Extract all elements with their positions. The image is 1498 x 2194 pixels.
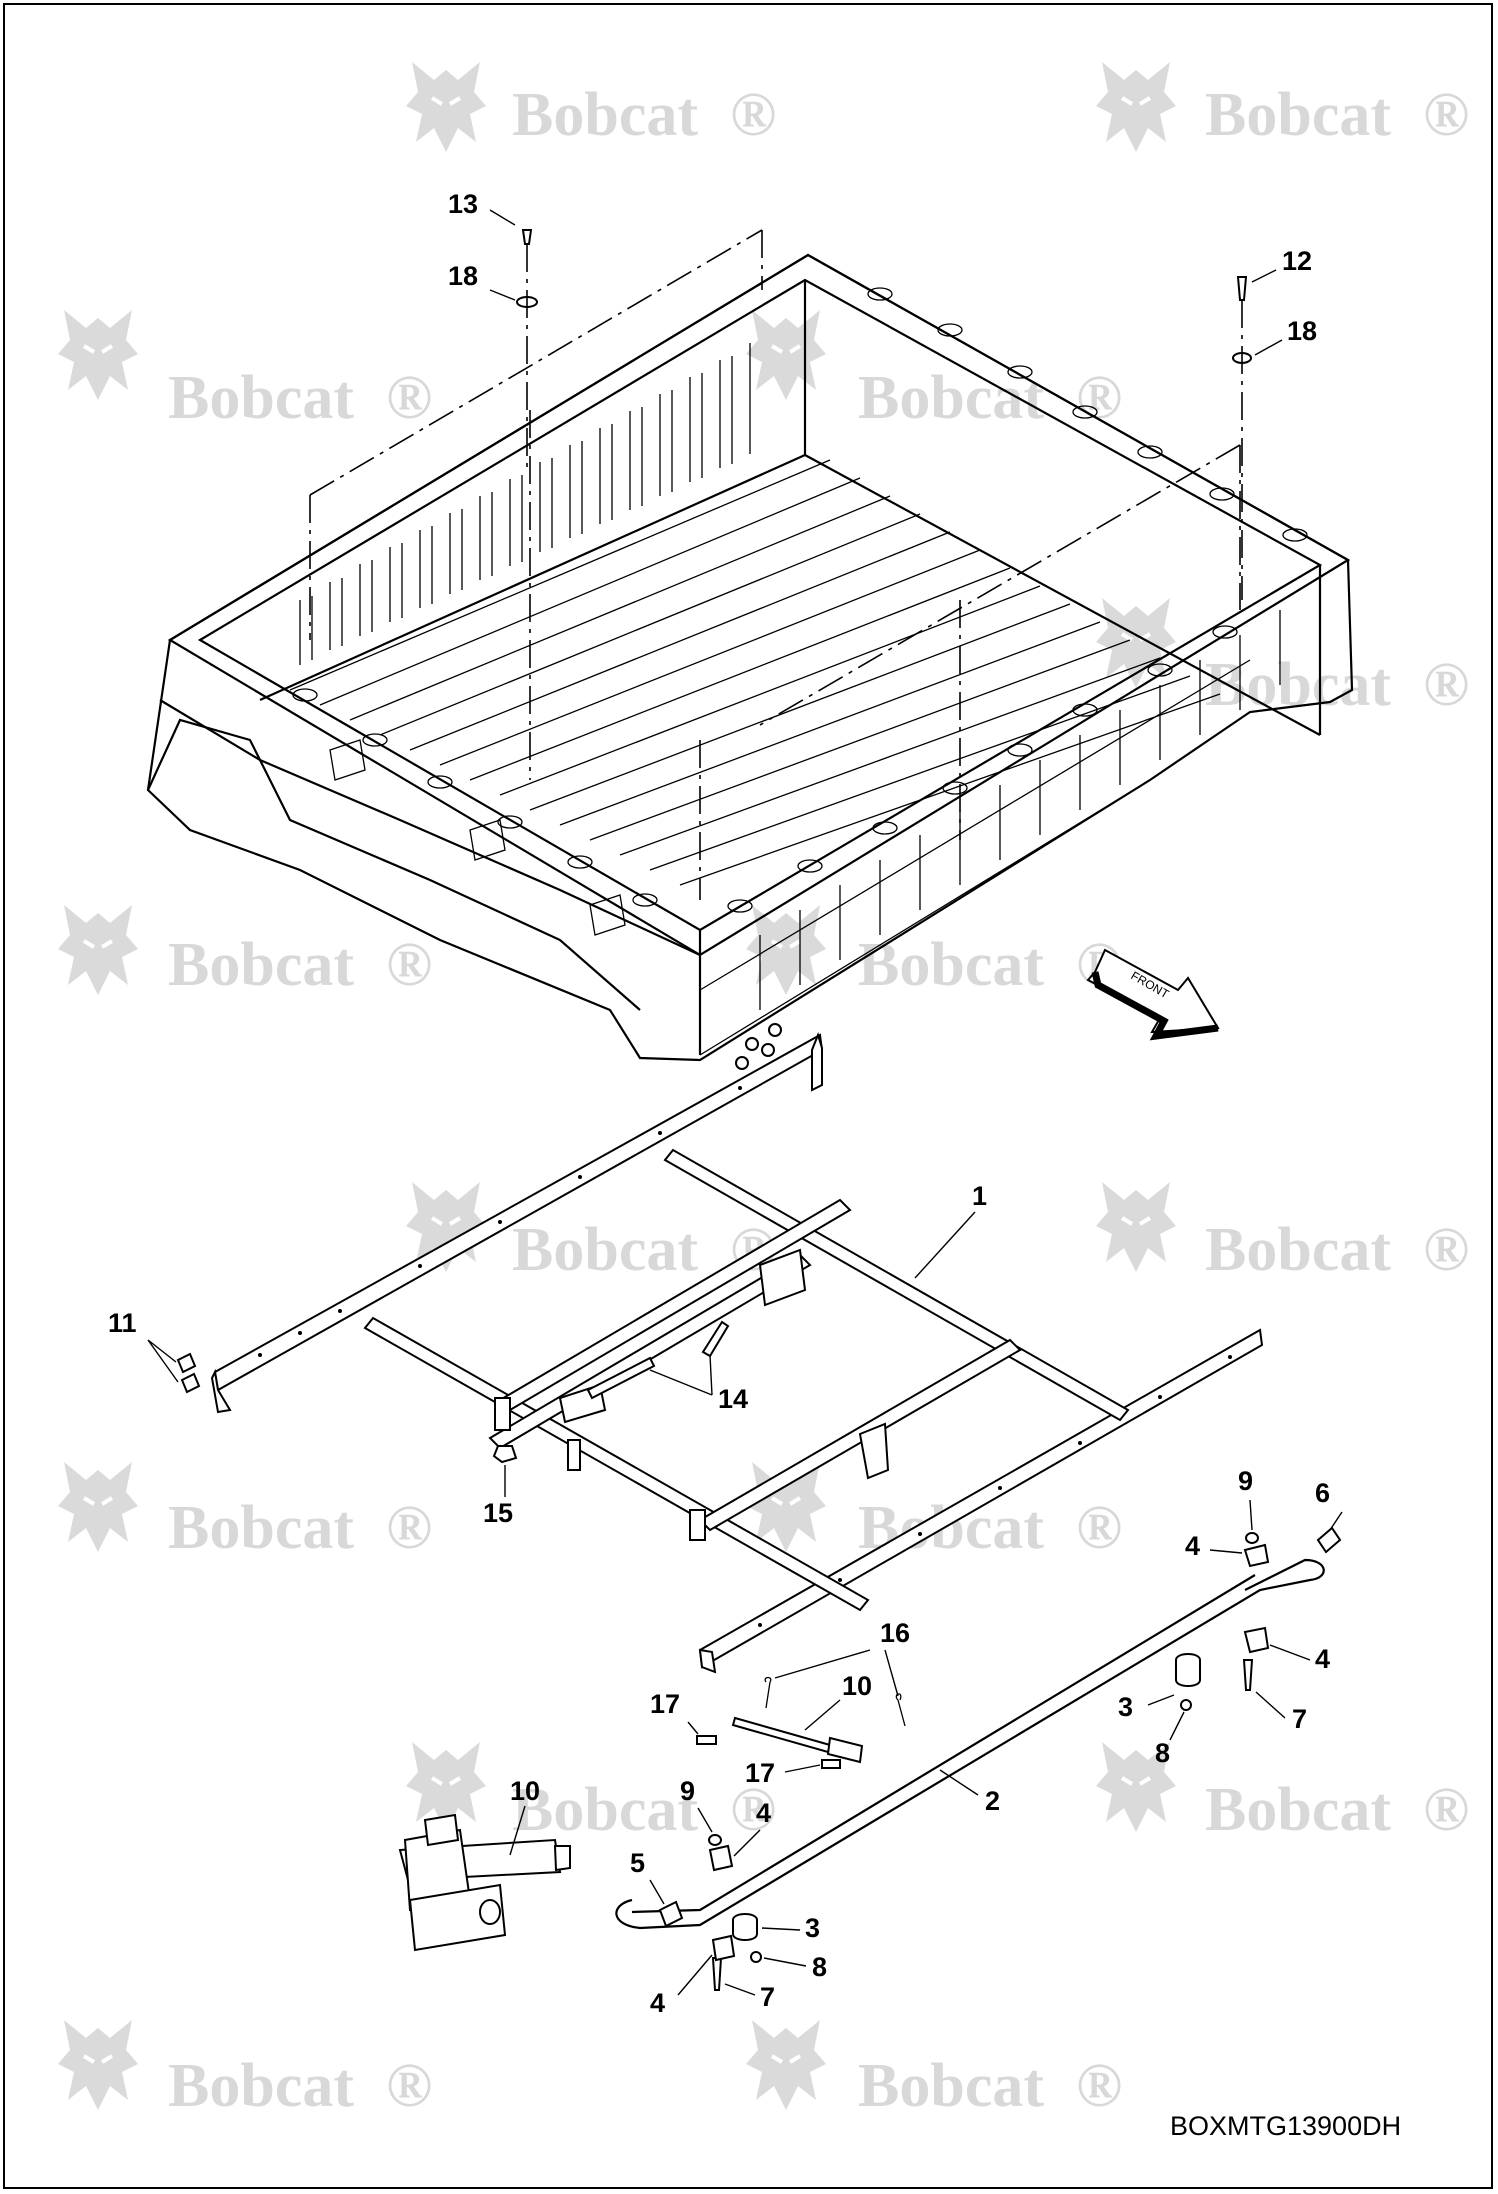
svg-text:Bobcat: Bobcat [1205,651,1391,719]
callout-18: 18 [1287,316,1317,346]
svg-text:®: ® [1423,81,1469,149]
svg-text:®: ® [1076,1494,1122,1562]
callout-5: 5 [630,1848,645,1878]
subframe [210,1023,1264,1674]
svg-text:Bobcat: Bobcat [512,1776,698,1844]
watermark: Bobcat ® [1094,60,1469,154]
callout-9: 9 [680,1776,695,1806]
callout-13: 13 [448,189,478,219]
callout-17: 17 [650,1689,680,1719]
callout-4: 4 [756,1798,771,1828]
watermark: Bobcat® [744,903,1122,999]
svg-text:Bobcat: Bobcat [168,931,354,999]
watermark: Bobcat ® [1094,1180,1469,1284]
watermark: Bobcat ® [56,308,432,432]
svg-text:®: ® [1423,1776,1469,1844]
callout-8: 8 [1155,1738,1170,1768]
svg-text:Bobcat: Bobcat [512,1216,698,1284]
svg-text:Bobcat: Bobcat [1205,1776,1391,1844]
callout-14: 14 [718,1384,748,1414]
svg-text:Bobcat: Bobcat [168,1494,354,1562]
watermark: Bobcat ® [56,1460,432,1562]
drawing-code: BOXMTG13900DH [1170,2111,1401,2141]
watermark: Bobcat ® [56,903,432,999]
callout-layer: 13 18 12 18 1 11 14 15 9 6 4 4 16 10 17 … [108,189,1343,2018]
callout-17: 17 [745,1758,775,1788]
callout-7: 7 [760,1982,775,2012]
svg-text:Bobcat: Bobcat [168,364,354,432]
callout-7: 7 [1292,1704,1307,1734]
callout-6: 6 [1315,1478,1330,1508]
callout-18: 18 [448,261,478,291]
svg-text:Bobcat: Bobcat [512,81,698,149]
callout-10: 10 [510,1776,540,1806]
front-direction-arrow: FRONT [1086,948,1220,1041]
svg-text:Bobcat: Bobcat [858,364,1044,432]
callout-1: 1 [972,1181,987,1211]
watermark-layer: Bobcat® Bobcat® Bobcat® Bobcat® Bobcat® … [56,60,1469,2120]
svg-text:®: ® [1423,1216,1469,1284]
svg-text:®: ® [730,81,776,149]
callout-9: 9 [1238,1466,1253,1496]
svg-text:®: ® [1076,364,1122,432]
svg-text:Bobcat: Bobcat [168,2052,354,2120]
watermark: Bobcat ® [404,60,776,154]
svg-text:®: ® [386,2052,432,2120]
watermark: Bobcat ® [56,2018,432,2120]
callout-4: 4 [1185,1531,1200,1561]
svg-text:Bobcat: Bobcat [1205,81,1391,149]
svg-text:®: ® [386,931,432,999]
callout-3: 3 [1118,1692,1133,1722]
watermark: Bobcat® [404,1180,776,1284]
watermark: Bobcat ® [744,2018,1122,2120]
callout-15: 15 [483,1498,513,1528]
callout-10: 10 [842,1671,872,1701]
watermark: Bobcat ® [744,308,1122,432]
watermark: Bobcat ® [404,1740,776,1844]
callout-11: 11 [108,1308,137,1338]
callout-2: 2 [985,1786,1000,1816]
watermark: Bobcat ® [1094,596,1469,719]
callout-3: 3 [805,1913,820,1943]
svg-text:®: ® [386,1494,432,1562]
callout-16: 16 [880,1618,910,1648]
callout-8: 8 [812,1952,827,1982]
callout-4: 4 [650,1988,665,2018]
small-parts [176,229,1342,1991]
svg-text:Bobcat: Bobcat [1205,1216,1391,1284]
drawing-frame [3,3,1493,2189]
svg-text:®: ® [1076,2052,1122,2120]
svg-text:®: ® [386,364,432,432]
svg-text:®: ® [730,1776,776,1844]
cargo-box [146,229,1354,1062]
svg-text:Bobcat: Bobcat [858,2052,1044,2120]
callout-12: 12 [1282,246,1312,276]
callout-4: 4 [1315,1644,1330,1674]
svg-text:®: ® [1423,651,1469,719]
watermark: Bobcat ® [1094,1740,1469,1844]
actuator [398,1813,571,1952]
